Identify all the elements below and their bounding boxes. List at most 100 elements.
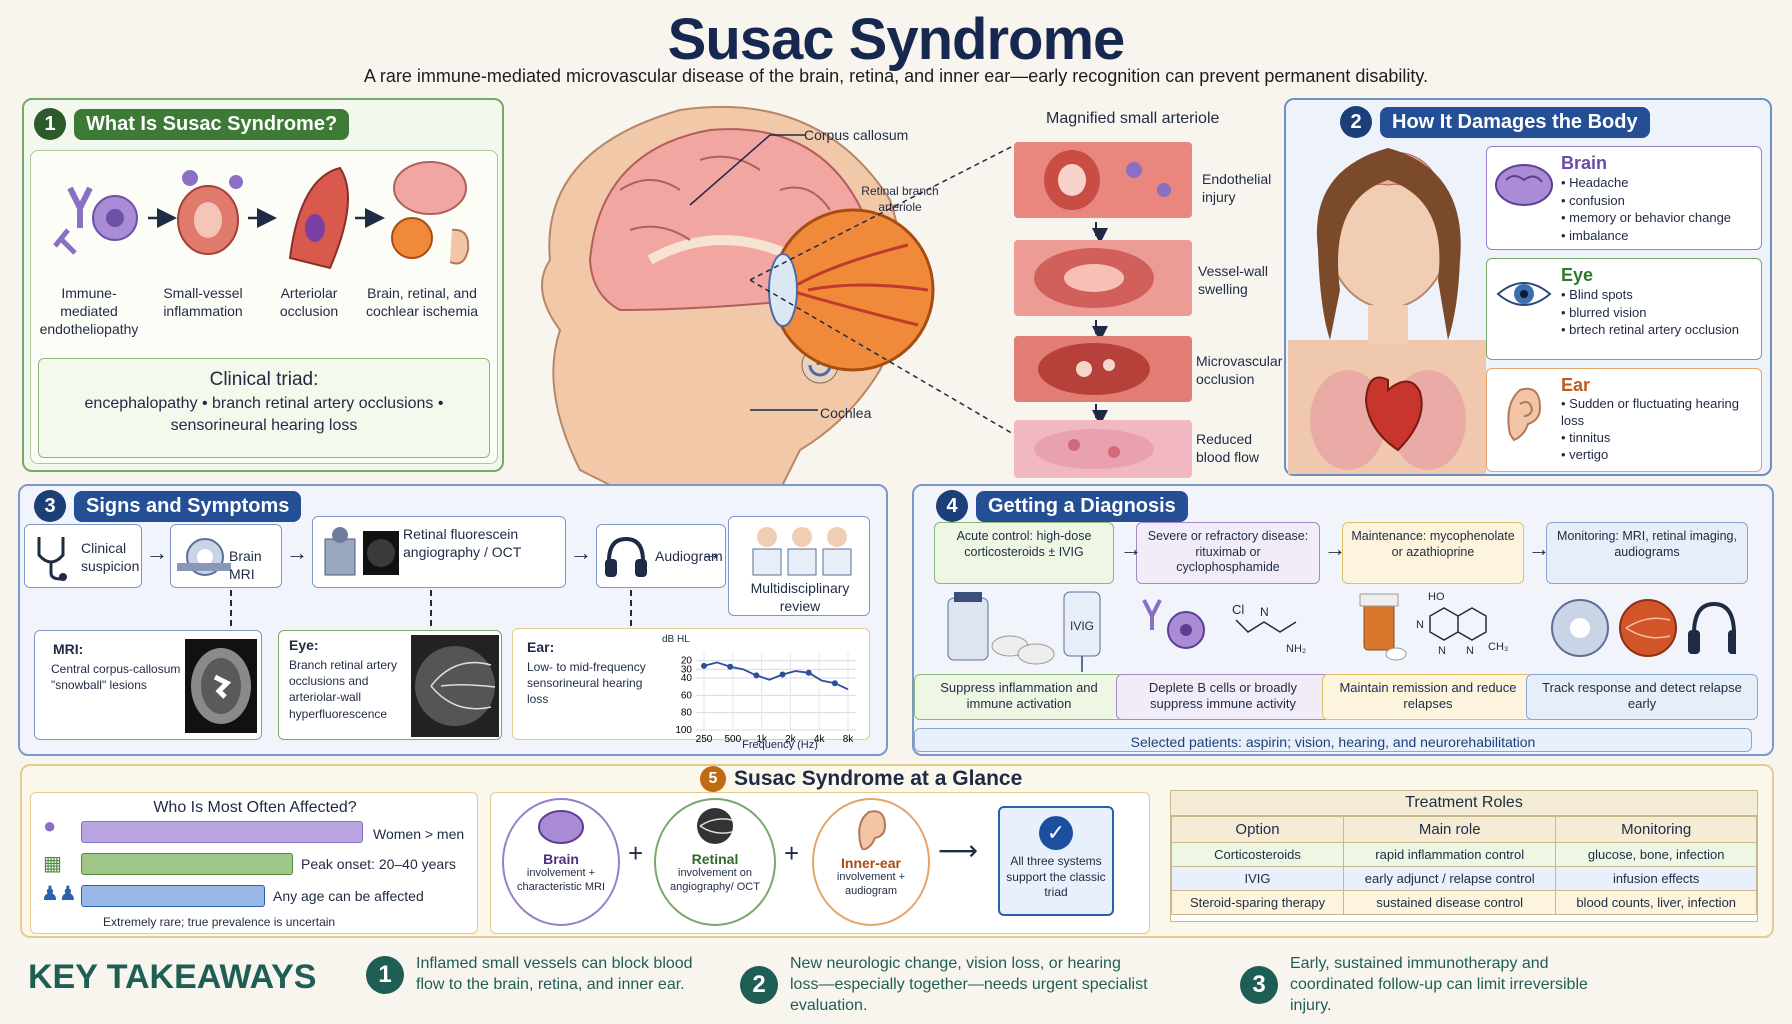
stage-label-1: Endothelial injury — [1202, 171, 1272, 206]
retina-icon — [1619, 599, 1677, 657]
audiogram-xtick: 8k — [843, 734, 855, 745]
calendar-icon: ▦ — [43, 853, 62, 875]
label-magnified-arteriole: Magnified small arteriole — [1046, 110, 1220, 127]
takeaway-1-number: 1 — [366, 955, 404, 994]
organ-brain-title: Brain — [1561, 153, 1608, 173]
result-box: ✓ All three systems support the classic … — [998, 806, 1114, 916]
circle-brain-title: Brain — [543, 851, 579, 867]
diagnosis-step-4-top: Monitoring: MRI, retinal imaging, audiog… — [1546, 522, 1748, 584]
bar-any-age-label: Any age can be affected — [273, 888, 424, 904]
steroid-ivig-icon: IVIG — [947, 591, 1101, 672]
diagnosis-step-2-bottom: Deplete B cells or broadly suppress immu… — [1116, 674, 1330, 720]
label-cochlea: Cochlea — [820, 405, 872, 421]
bar-any-age — [81, 885, 265, 907]
treatment-table-box: Treatment Roles Option Main role Monitor… — [1170, 790, 1758, 922]
table-cell: Corticosteroids — [1170, 842, 1345, 867]
eye-icon — [391, 217, 433, 259]
treatment-table: Option Main role Monitoring Corticostero… — [1170, 816, 1757, 915]
cochlea-leader-line — [750, 409, 818, 411]
label-corpus-callosum: Corpus callosum — [804, 127, 909, 143]
flow-retinal-angiography: Retinal fluorescein angiography / OCT — [312, 516, 566, 588]
flow-label-1: Clinical suspicion — [81, 540, 140, 575]
audiogram-points — [701, 662, 838, 687]
circle-ear-text: involvement + audiogram — [836, 871, 906, 897]
eye-icon — [1496, 282, 1552, 306]
brain-symptom-1: Headache — [1569, 175, 1629, 190]
flow-multidisciplinary: Multidisciplinary review — [728, 516, 870, 616]
arrow-2: → — [286, 540, 308, 565]
eye-symptom-1: Blind spots — [1569, 287, 1633, 302]
audiogram-point — [727, 663, 734, 670]
plus-sign-1: + — [628, 838, 644, 868]
diagnosis-footer: Selected patients: aspirin; vision, hear… — [914, 728, 1752, 752]
audiogram-ytick: 30 — [681, 664, 693, 675]
rituximab-molecule-icon: Cl N NH₂ — [1142, 599, 1306, 655]
audiogram-xlabel: Frequency (Hz) — [742, 739, 818, 750]
table-cell: rapid inflammation control — [1343, 842, 1557, 867]
headphones-icon — [605, 536, 647, 577]
section-3-number: 3 — [34, 490, 66, 522]
brain-symptom-4: imbalance — [1569, 227, 1629, 243]
finding-ear-text: Low- to mid-frequency sensorineural hear… — [527, 660, 646, 707]
doctors-icon — [752, 527, 852, 576]
brain-symptom-3: memory or behavior change — [1569, 210, 1732, 226]
plus-sign-2: + — [784, 838, 800, 868]
takeaway-1-text: Inflamed small vessels can block blood f… — [416, 955, 693, 993]
section-2-header: 2 How It Damages the Body — [1340, 106, 1650, 138]
organ-ear-title: Ear — [1561, 375, 1591, 395]
flow-label-3: Retinal fluorescein angiography / OCT — [403, 526, 522, 561]
chem-label-n3: N — [1438, 645, 1446, 657]
section-5-title: Susac Syndrome at a Glance — [734, 767, 1023, 790]
finding-mri: MRI: Central corpus-callosum "snowball" … — [34, 630, 262, 740]
mycophenolate-molecule-icon: HO N N N CH₃ — [1359, 591, 1508, 661]
dash-1 — [230, 590, 232, 626]
ivig-label: IVIG — [1070, 619, 1094, 633]
diagnosis-arrow-3: → — [1528, 536, 1550, 561]
section-4-title: Getting a Diagnosis — [976, 490, 1188, 522]
affected-box: Who Is Most Often Affected? ● Women > me… — [30, 792, 478, 934]
chem-label-n4: N — [1466, 645, 1474, 657]
table-cell: IVIG — [1170, 866, 1345, 891]
corpus-leader-line — [689, 134, 805, 206]
affected-title: Who Is Most Often Affected? — [153, 799, 357, 816]
ear-icon — [449, 228, 470, 265]
audiogram-xtick: 4k — [814, 734, 826, 745]
audiogram-xtick: 500 — [724, 734, 741, 745]
audiogram-grid — [696, 652, 856, 731]
chem-label-ch3: CH₃ — [1488, 641, 1508, 653]
page-subtitle: A rare immune-mediated microvascular dis… — [363, 66, 1429, 86]
dash-3 — [630, 590, 632, 626]
triad-line-2: sensorineural hearing loss — [170, 417, 358, 434]
circle-retinal-text: involvement on angiography/ OCT — [670, 867, 760, 893]
finding-mri-text: Central corpus-callosum "snowball" lesio… — [51, 662, 181, 693]
diagnosis-step-3-bottom: Maintain remission and reduce relapses — [1322, 674, 1534, 720]
section-4-number: 4 — [936, 490, 968, 522]
table-row: IVIG early adjunct / relapse control inf… — [1170, 866, 1757, 891]
antibody-icon — [53, 186, 93, 255]
table-cell: sustained disease control — [1343, 890, 1557, 915]
body-illustration — [1288, 148, 1486, 474]
organ-eye-box: Eye • Blind spots • blurred vision • brt… — [1486, 258, 1762, 360]
headphones-icon — [1692, 601, 1736, 635]
table-cell: Steroid-sparing therapy — [1170, 890, 1345, 915]
ear-symptom-1: Sudden or fluctuating hearing loss — [1561, 396, 1740, 428]
retinal-camera-icon — [324, 527, 399, 576]
takeaway-3: 3 Early, sustained immunotherapy and coo… — [1240, 954, 1630, 1016]
takeaway-2-number: 2 — [740, 966, 778, 1005]
heart-shape — [1364, 376, 1423, 452]
ear-icon — [1507, 387, 1542, 442]
monitoring-icons — [1551, 599, 1736, 657]
eye-illustration — [768, 208, 935, 372]
table-cell: infusion effects — [1555, 866, 1757, 891]
flow-label-2: Brain MRI — [229, 548, 262, 583]
finding-eye-title: Eye: — [289, 637, 319, 653]
bar-peak-onset — [81, 853, 293, 875]
chem-label-cl: Cl — [1232, 602, 1244, 617]
result-text: All three systems support the classic tr… — [1006, 854, 1106, 900]
section-3-header: 3 Signs and Symptoms — [34, 490, 302, 522]
brain-icon — [1495, 164, 1553, 206]
finding-eye-text: Branch retinal artery occlusions and art… — [289, 658, 398, 721]
